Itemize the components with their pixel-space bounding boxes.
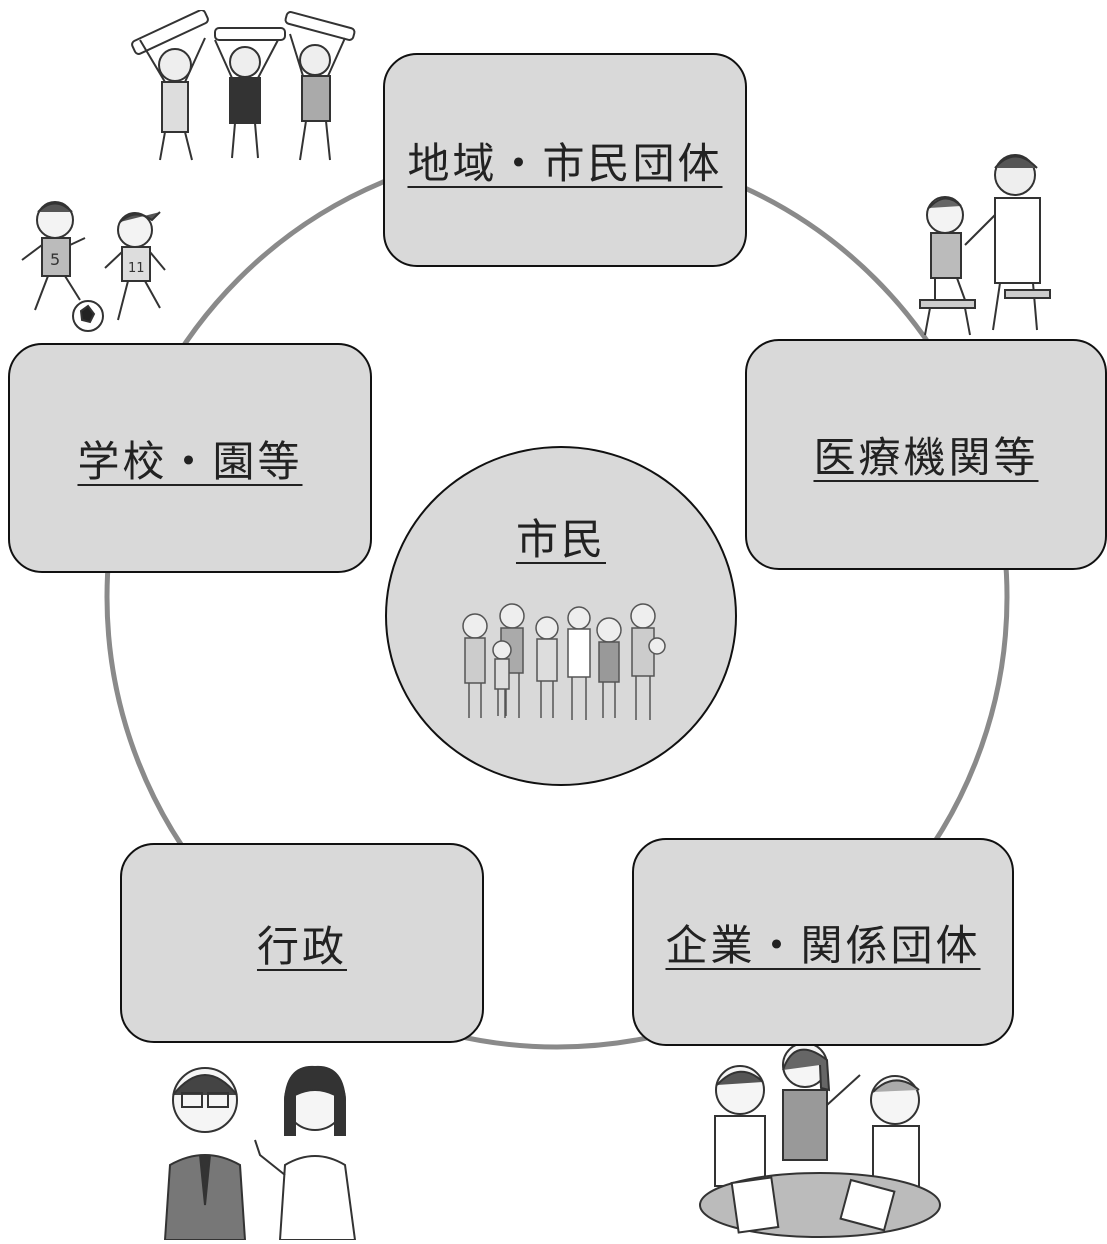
center-citizens-node: 市民: [385, 446, 737, 786]
node-companies: 企業・関係団体: [632, 838, 1014, 1046]
doctor-examining-child-illustration: [919, 154, 1051, 336]
children-playing-soccer-illustration: 5 11: [21, 201, 166, 332]
node-government-label: 行政: [256, 921, 347, 971]
node-government: 行政: [120, 843, 484, 1043]
center-citizens-label: 市民: [515, 515, 606, 564]
two-officials-illustration: [163, 1065, 357, 1240]
node-companies-label: 企業・関係団体: [665, 920, 981, 970]
svg-text:11: 11: [128, 261, 145, 276]
family-group-illustration: [462, 603, 666, 720]
node-community-groups-label: 地域・市民団体: [407, 138, 723, 188]
business-meeting-illustration: [699, 1042, 941, 1238]
node-medical-institutions: 医療機関等: [745, 339, 1107, 570]
svg-text:5: 5: [50, 250, 60, 269]
node-schools: 学校・園等: [8, 343, 372, 573]
node-community-groups: 地域・市民団体: [383, 53, 747, 267]
node-schools-label: 学校・園等: [77, 436, 303, 486]
cheering-people-illustration: [131, 10, 356, 161]
node-medical-institutions-label: 医療機関等: [813, 433, 1039, 482]
